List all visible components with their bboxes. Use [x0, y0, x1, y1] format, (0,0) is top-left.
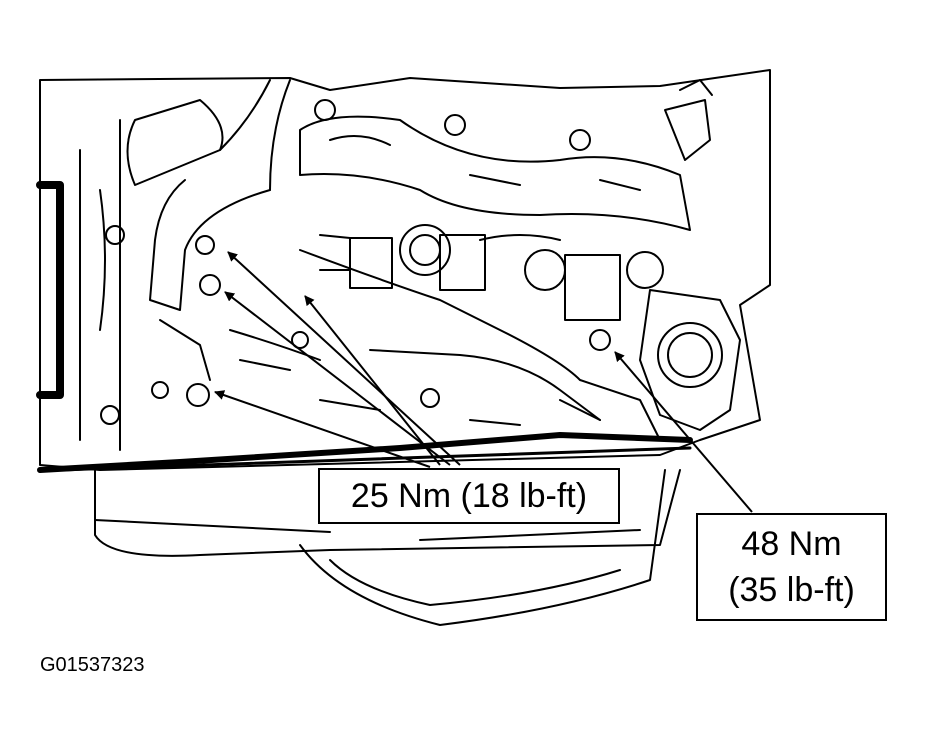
bolts	[100, 99, 611, 425]
leader-arrow-2	[224, 291, 451, 466]
torque-callout-48nm: 48 Nm (35 lb-ft)	[696, 513, 887, 621]
upper-hose	[126, 79, 291, 311]
engine-block	[36, 69, 771, 471]
torque-callout-25nm-text: 25 Nm (18 lb-ft)	[350, 477, 588, 515]
leader-arrow-4	[214, 390, 431, 468]
leader-arrow-3	[304, 295, 441, 466]
leader-lines	[214, 251, 753, 513]
torque-callout-48nm-line2: (35 lb-ft)	[728, 571, 855, 609]
torque-callout-48nm-line1: 48 Nm	[741, 525, 842, 563]
torque-callout-25nm: 25 Nm (18 lb-ft)	[318, 468, 620, 524]
leader-arrow-1	[227, 251, 461, 466]
pan-gasket	[37, 432, 693, 473]
figure-id-label: G01537323	[40, 654, 145, 676]
oil-pan	[94, 469, 681, 626]
crossover-pipe	[299, 115, 691, 231]
intake-manifold	[299, 224, 664, 441]
right-housing	[639, 79, 741, 431]
leader-arrow-5	[614, 351, 753, 513]
